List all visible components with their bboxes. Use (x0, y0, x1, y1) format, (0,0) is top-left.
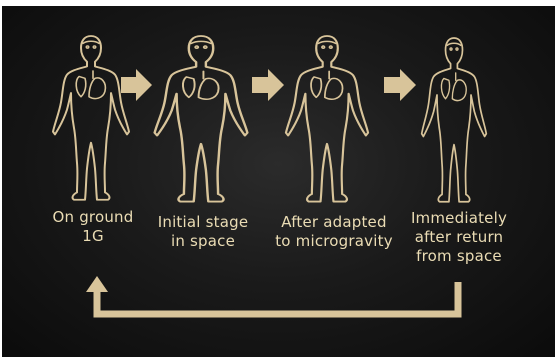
figure-on-ground (53, 36, 129, 200)
right-block-arrow-1 (121, 69, 152, 101)
stage-label-return: Immediately after return from space (404, 209, 514, 266)
figure-adapted (286, 36, 368, 202)
return-loop-arrow (86, 276, 458, 314)
right-block-arrow-3 (384, 69, 416, 101)
figure-initial-stage (155, 36, 248, 202)
stage-label-adapted: After adapted to microgravity (270, 213, 398, 251)
stage-label-ground: On ground 1G (46, 208, 140, 246)
stage-label-initial: Initial stage in space (150, 213, 256, 251)
figure-after-return (422, 38, 487, 202)
right-block-arrow-2 (252, 69, 284, 101)
